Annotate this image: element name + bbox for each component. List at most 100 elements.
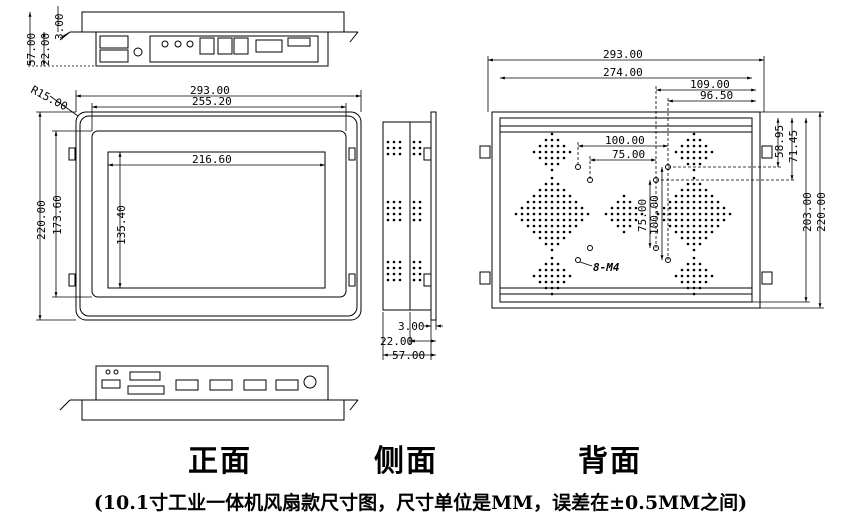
vent-dot: [526, 218, 530, 222]
vent-dot: [556, 138, 560, 142]
vent-dot: [526, 212, 530, 216]
vent-dot: [544, 274, 548, 278]
vent-dot: [580, 206, 584, 210]
vent-dot: [686, 144, 690, 148]
vent-dot: [692, 224, 696, 228]
vent-dot: [686, 162, 690, 166]
vent-dot: [532, 150, 536, 154]
vent-dot: [686, 188, 690, 192]
vent-dot: [628, 218, 632, 222]
vent-dot: [698, 236, 702, 240]
vent-dot: [412, 218, 416, 222]
vent-dot: [680, 230, 684, 234]
back-dim-100: 100.00: [605, 134, 645, 147]
vent-dot: [634, 212, 638, 216]
vent-dot: [692, 194, 696, 198]
vent-dot: [392, 200, 396, 204]
side-dim-3: 3.00: [398, 320, 425, 333]
vent-dot: [550, 248, 554, 252]
vent-dot: [698, 138, 702, 142]
vent-dot: [562, 194, 566, 198]
vent-dot: [698, 274, 702, 278]
vent-dot: [556, 212, 560, 216]
vent-dot: [698, 150, 702, 154]
vent-dot: [386, 278, 390, 282]
vent-dot: [668, 224, 672, 228]
vent-dot: [686, 156, 690, 160]
vent-dot: [398, 266, 402, 270]
back-view-dims: [487, 56, 824, 309]
top-dim-3: 3.00: [53, 14, 66, 41]
vent-dot: [568, 218, 572, 222]
vent-dot: [544, 280, 548, 284]
vent-dot: [662, 218, 666, 222]
front-view-label: 正面: [188, 444, 252, 479]
vent-dot: [550, 144, 554, 148]
vent-dot: [418, 152, 422, 156]
vent-dot: [398, 278, 402, 282]
vent-dot: [704, 156, 708, 160]
vent-dot: [544, 162, 548, 166]
vent-dot: [628, 206, 632, 210]
top-dim-57: 57.00: [25, 33, 38, 66]
vent-dot: [686, 194, 690, 198]
vent-dot: [686, 150, 690, 154]
top-port-2: [99, 49, 129, 63]
vent-dot: [562, 156, 566, 160]
vent-dot: [556, 286, 560, 290]
vent-dot: [568, 206, 572, 210]
front-dim-h220: 220.00: [35, 200, 48, 240]
vent-dot: [710, 274, 714, 278]
vent-dot: [412, 152, 416, 156]
vent-dot: [574, 206, 578, 210]
vent-dot: [538, 194, 542, 198]
vent-dot: [550, 274, 554, 278]
vent-dot: [704, 206, 708, 210]
vent-dot: [674, 230, 678, 234]
vent-dot: [692, 182, 696, 186]
vent-dot: [398, 212, 402, 216]
vent-dot: [526, 206, 530, 210]
side-dim-22: 22.00: [380, 335, 413, 348]
vent-dot: [698, 242, 702, 246]
vent-dot: [514, 212, 518, 216]
vent-dot: [710, 200, 714, 204]
vent-dot: [556, 262, 560, 266]
vent-dot: [538, 212, 542, 216]
vent-dot: [680, 218, 684, 222]
side-view: [382, 111, 437, 321]
vent-dot: [698, 162, 702, 166]
vent-dot: [704, 280, 708, 284]
front-dim-h173: 173.60: [51, 195, 64, 235]
vent-dot: [550, 150, 554, 154]
vent-dot: [686, 286, 690, 290]
vent-dot: [622, 224, 626, 228]
vent-dot: [716, 206, 720, 210]
vent-dot: [398, 206, 402, 210]
vent-dot: [568, 150, 572, 154]
vent-dot: [544, 212, 548, 216]
vent-dot: [698, 182, 702, 186]
vent-dot: [538, 218, 542, 222]
front-dim-255: 255.20: [192, 95, 232, 108]
vent-dot: [692, 262, 696, 266]
back-view: [479, 111, 773, 309]
vent-dot: [574, 200, 578, 204]
vent-dot: [668, 212, 672, 216]
vent-dot: [538, 188, 542, 192]
vent-dot: [698, 218, 702, 222]
vent-dot: [698, 212, 702, 216]
vent-dot: [544, 268, 548, 272]
vent-dot: [698, 200, 702, 204]
top-view: [59, 11, 359, 67]
vent-dot: [398, 152, 402, 156]
vent-dot: [392, 140, 396, 144]
vent-dot: [412, 260, 416, 264]
vent-dot: [556, 280, 560, 284]
back-dim-220: 220.00: [815, 192, 828, 232]
vent-dot: [392, 212, 396, 216]
vent-dot: [418, 272, 422, 276]
vent-dot: [418, 278, 422, 282]
vent-dot: [680, 268, 684, 272]
vent-dot: [698, 230, 702, 234]
